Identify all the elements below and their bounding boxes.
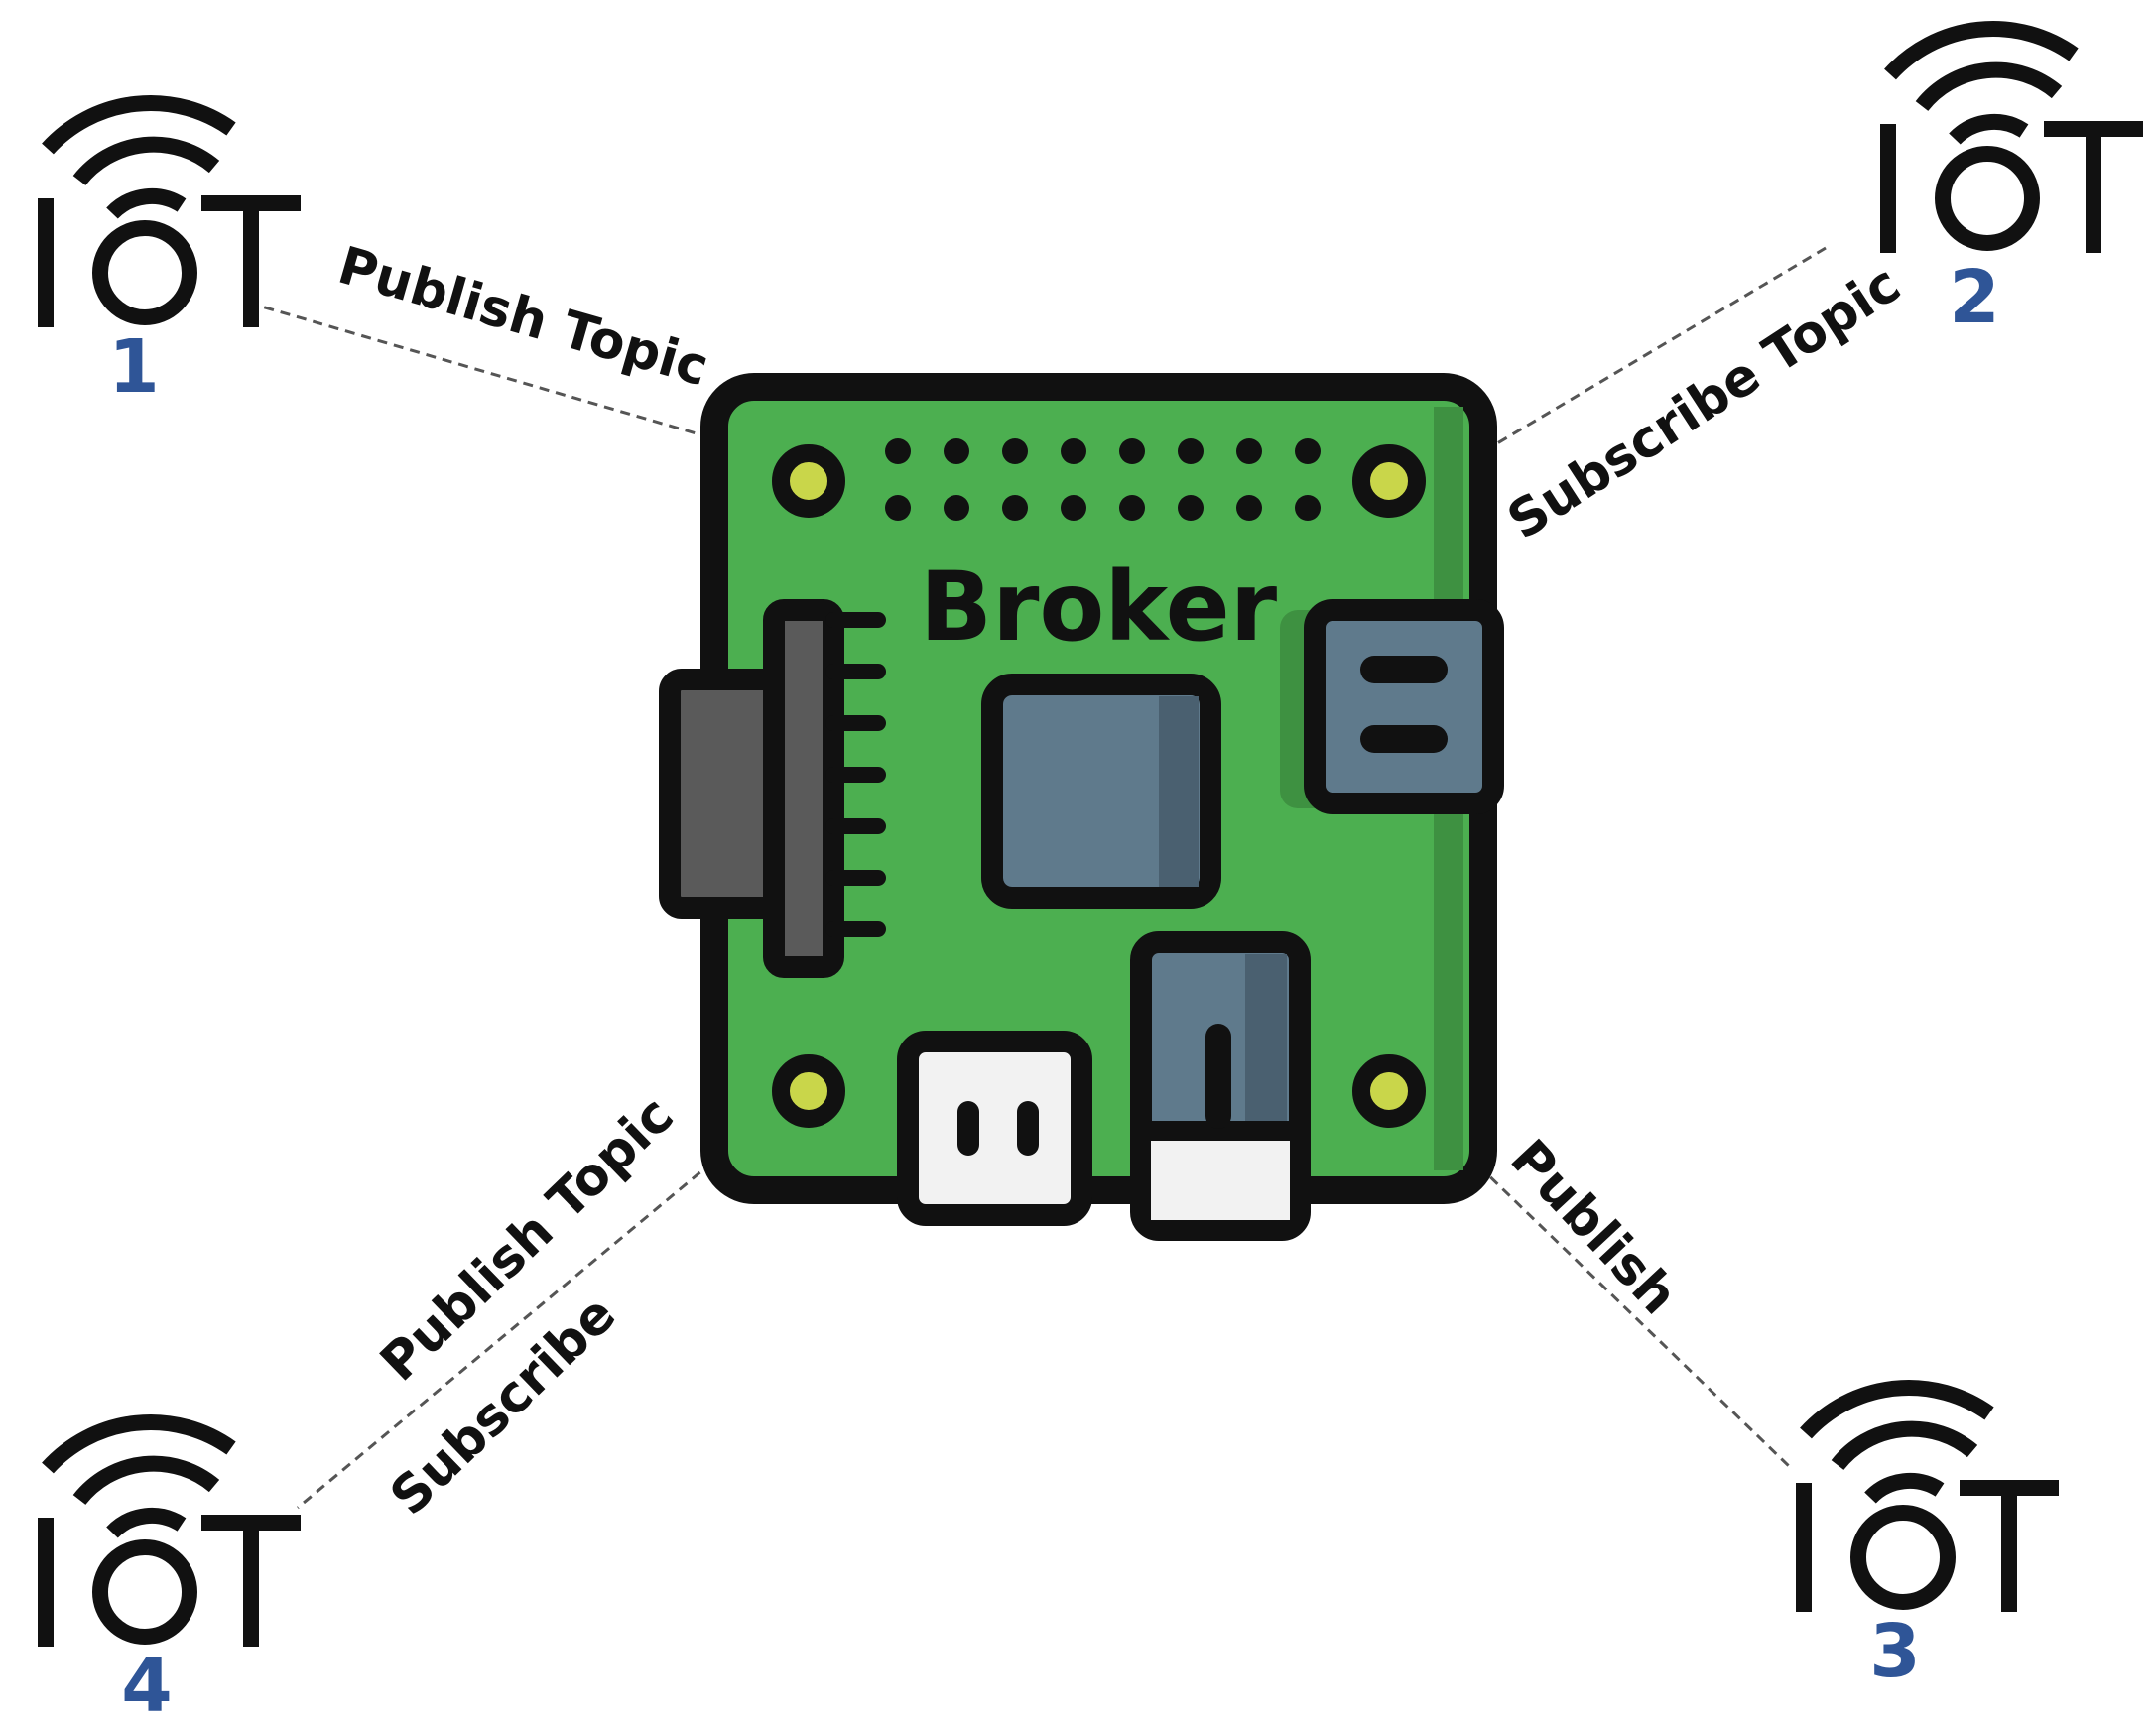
broker-label: Broker xyxy=(920,552,1278,663)
edge-label-1: Publish Topic xyxy=(331,236,714,399)
gpio-pin xyxy=(1236,438,1262,464)
mounting-hole-bottom-right xyxy=(1352,1054,1426,1128)
iot-device-2: 2 xyxy=(1880,21,2143,340)
gpio-pin xyxy=(1061,495,1086,521)
gpio-pin xyxy=(1002,495,1028,521)
left-connector xyxy=(659,669,790,919)
mounting-hole-top-right xyxy=(1352,444,1426,518)
gpio-pin xyxy=(885,495,911,521)
gpio-pin xyxy=(1002,438,1028,464)
power-port xyxy=(897,1031,1092,1226)
gpio-pin xyxy=(885,438,911,464)
gpio-pin xyxy=(944,495,969,521)
edge-label-2: Subscribe Topic xyxy=(1497,254,1911,552)
iot-device-number-4: 4 xyxy=(121,1644,173,1718)
iot-device-number-3: 3 xyxy=(1869,1609,1921,1694)
display-connector xyxy=(763,599,886,978)
right-port xyxy=(1280,599,1504,814)
cpu-chip-shade xyxy=(1159,696,1199,887)
gpio-pin xyxy=(1178,438,1204,464)
broker-board: Broker xyxy=(659,373,1504,1241)
cpu-chip xyxy=(981,674,1221,909)
iot-logo-icon xyxy=(38,1414,301,1647)
gpio-pin xyxy=(1295,495,1321,521)
iot-logo-icon xyxy=(38,95,301,327)
iot-device-number-1: 1 xyxy=(108,324,160,410)
gpio-pin xyxy=(1119,495,1145,521)
iot-device-number-2: 2 xyxy=(1949,255,2000,340)
iot-device-1: 1 xyxy=(38,95,301,410)
gpio-pin xyxy=(1119,438,1145,464)
gpio-header xyxy=(885,438,1321,521)
iot-device-3: 3 xyxy=(1796,1380,2059,1694)
mounting-hole-top-left xyxy=(772,444,845,518)
gpio-pin xyxy=(1295,438,1321,464)
connection-line-1 xyxy=(247,301,707,438)
gpio-pin xyxy=(1236,495,1262,521)
connection-line-2 xyxy=(1408,246,1827,498)
iot-device-4: 4 xyxy=(38,1414,301,1718)
edge-label-3: Publish xyxy=(1498,1129,1688,1326)
iot-logo-icon xyxy=(1796,1380,2059,1612)
gpio-pin xyxy=(1178,495,1204,521)
mounting-hole-bottom-left xyxy=(772,1054,845,1128)
mounting-holes xyxy=(772,444,1426,1128)
gpio-pin xyxy=(944,438,969,464)
audio-port xyxy=(1130,931,1311,1241)
iot-devices: 1 2 3 4 xyxy=(38,21,2143,1718)
iot-logo-icon xyxy=(1880,21,2143,253)
gpio-pin xyxy=(1061,438,1086,464)
connection-line-3 xyxy=(1476,1164,1793,1470)
